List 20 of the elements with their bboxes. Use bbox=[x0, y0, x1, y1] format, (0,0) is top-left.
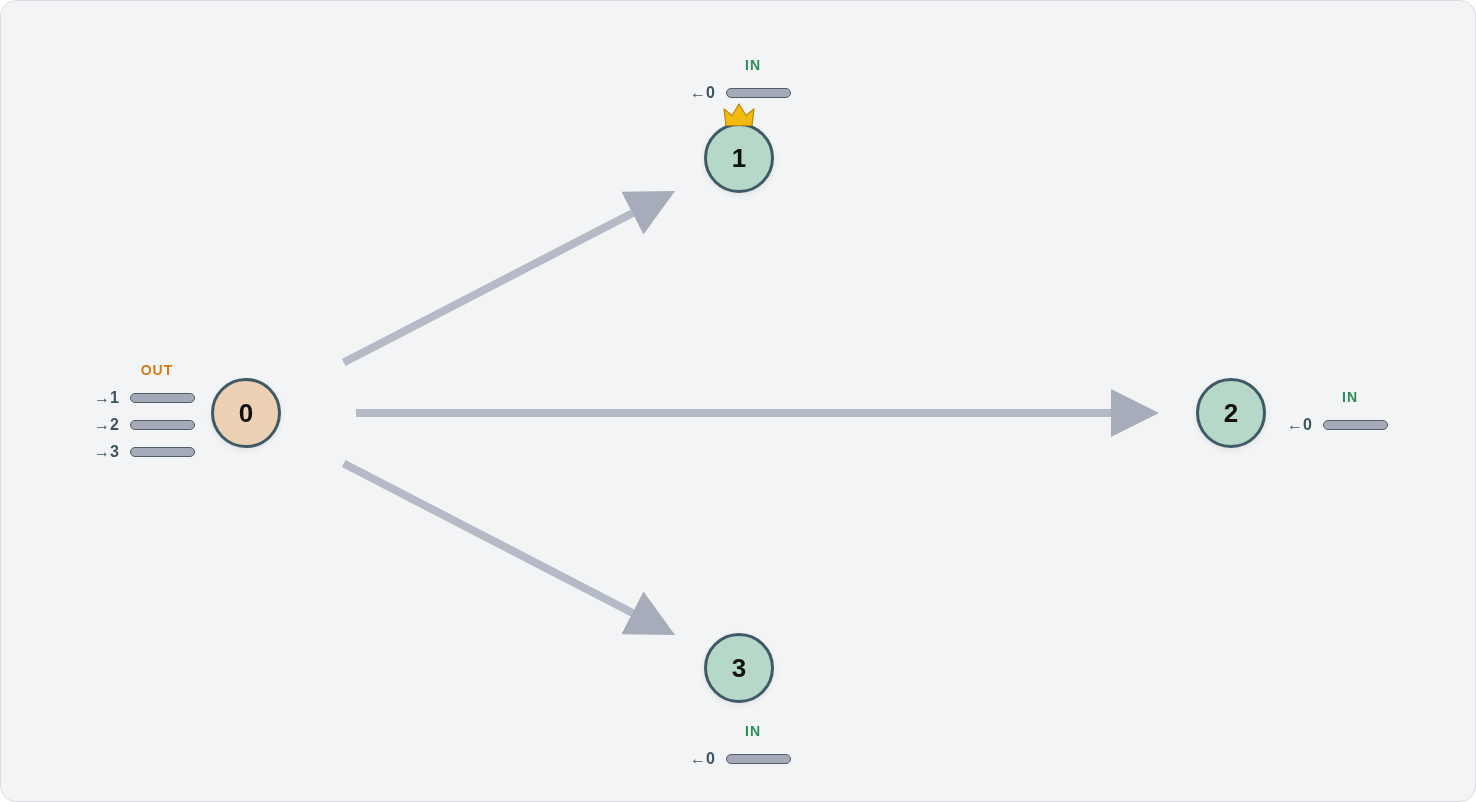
port-heading: IN bbox=[745, 723, 761, 739]
port-label: ←0 bbox=[690, 83, 715, 102]
port-heading: OUT bbox=[140, 362, 174, 378]
node-circle bbox=[704, 633, 774, 703]
arrow bbox=[341, 459, 676, 635]
arrow bbox=[341, 191, 676, 367]
port-label: →1 bbox=[94, 388, 119, 407]
node-circle bbox=[1196, 378, 1266, 448]
port-label: ←0 bbox=[690, 749, 715, 768]
port-label: →2 bbox=[94, 415, 119, 434]
node-number: 3 bbox=[731, 654, 747, 682]
node-number: 0 bbox=[238, 399, 254, 427]
port-label: →3 bbox=[94, 442, 119, 461]
port-heading: IN bbox=[745, 57, 761, 73]
port-label: ←0 bbox=[1287, 415, 1312, 434]
port-heading: IN bbox=[1342, 389, 1358, 405]
node-circle bbox=[211, 378, 281, 448]
node-circle bbox=[704, 123, 774, 193]
node-number: 2 bbox=[1223, 399, 1239, 427]
node-number: 1 bbox=[731, 144, 747, 172]
